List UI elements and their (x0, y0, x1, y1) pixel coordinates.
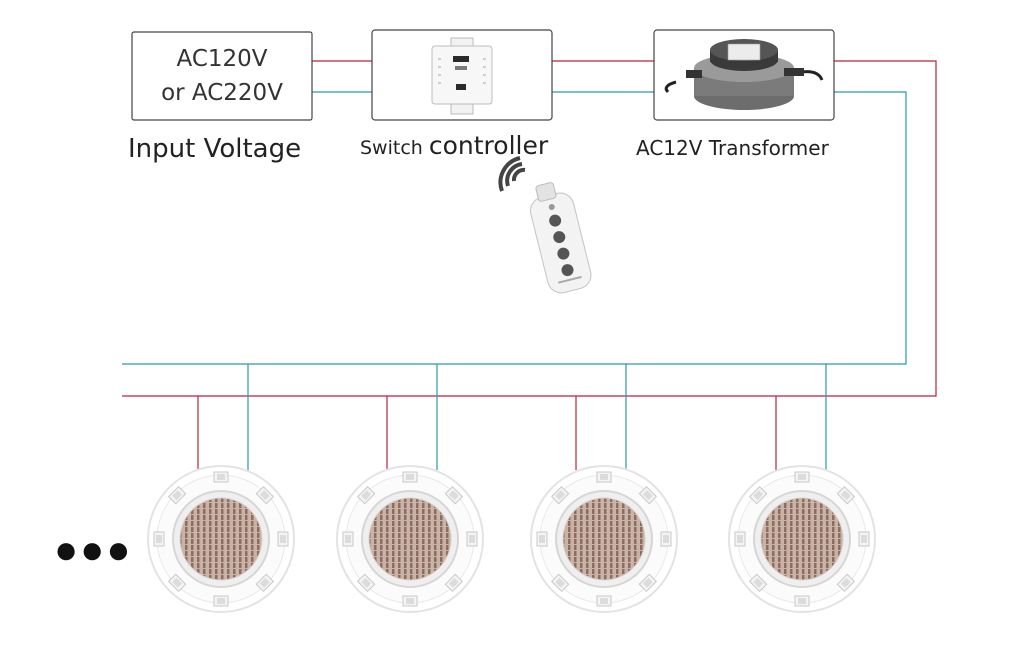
transformer-label: AC12V Transformer (636, 136, 829, 160)
transformer-icon (664, 39, 824, 110)
input-voltage-box (131, 31, 313, 121)
pool-lights (147, 465, 876, 613)
input-voltage-label: Input Voltage (128, 134, 302, 164)
more-lights-indicator: ●●● (54, 528, 133, 572)
input-voltage-text: AC120V or AC220V (132, 32, 312, 120)
neutral-wire-main (122, 91, 907, 365)
remote-control-icon (529, 182, 592, 294)
pool-light-icon (147, 465, 295, 613)
pool-light-icon (728, 465, 876, 613)
pool-light-icon (336, 465, 484, 613)
input-voltage-line1: AC120V (176, 46, 268, 72)
drop-wires (197, 364, 827, 472)
switch-label-suffix: controller (428, 131, 549, 160)
switch-controller-label: Switch controller (360, 131, 548, 160)
wifi-signal-icon (498, 156, 526, 192)
pool-light-icon (530, 465, 678, 613)
live-wire-main (122, 60, 937, 397)
top-wires (122, 60, 937, 397)
input-voltage-line2: or AC220V (161, 80, 283, 106)
switch-module-icon (431, 37, 493, 115)
switch-label-prefix: Switch (360, 137, 429, 159)
